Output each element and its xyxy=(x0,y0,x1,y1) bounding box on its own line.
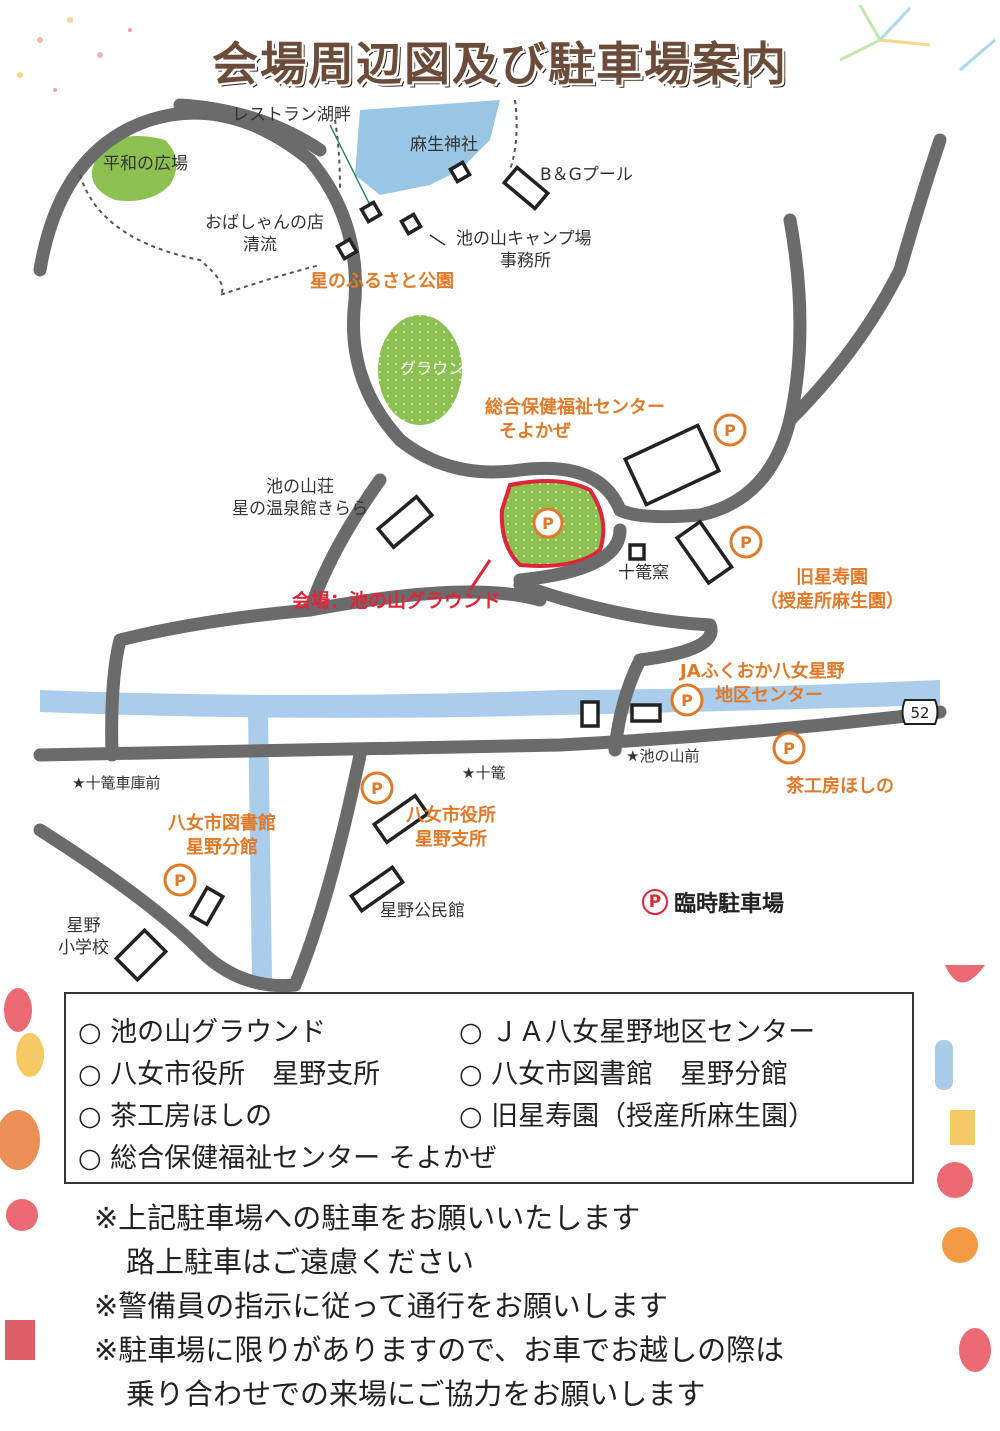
parking-legend-label: 臨時駐車場 xyxy=(674,892,785,917)
parking-item: ○ 八女市役所 星野支所 xyxy=(78,1059,381,1090)
label-bg-pool: B＆Gプール xyxy=(540,165,633,185)
parking-icon: P xyxy=(642,889,668,915)
parking-marker-chakobo: P xyxy=(772,731,806,765)
parking-item: ○ 総合保健福祉センター そよかぜ xyxy=(78,1143,497,1174)
parking-marker-cityhall: P xyxy=(360,771,394,805)
page-title: 会場周辺図及び駐車場案内 xyxy=(212,37,788,91)
parking-item: ○ ＪＡ八女星野地区センター xyxy=(459,1017,816,1048)
parking-marker-library: P xyxy=(163,863,197,897)
parking-marker-soyokaze: P xyxy=(713,413,747,447)
label-restaurant: レストラン湖畔 xyxy=(232,105,351,125)
parking-marker-old-jujuen: P xyxy=(729,525,763,559)
route-number: 52 xyxy=(910,704,929,722)
roads xyxy=(33,98,947,993)
ground-golf-area xyxy=(378,315,462,425)
label-cityhall: 八女市役所 星野支所 xyxy=(406,805,496,850)
svg-text:P: P xyxy=(542,514,554,533)
lake xyxy=(355,100,500,195)
label-library: 八女市図書館 星野分館 xyxy=(168,813,276,858)
festival-decoration-left xyxy=(0,988,44,1360)
svg-text:P: P xyxy=(681,691,693,710)
label-bus-jukama: ★十篭 xyxy=(462,764,506,782)
label-old-jujuen: 旧星寿園 （授産所麻生園） xyxy=(760,567,904,612)
firework-decoration-right xyxy=(839,4,996,72)
parking-item: ○ 旧星寿園（授産所麻生園） xyxy=(459,1101,816,1132)
venue-pointer xyxy=(468,559,492,591)
label-camp-office: 池の山キャンプ場 事務所 xyxy=(456,229,592,271)
note-line: 路上駐車はご遠慮ください xyxy=(126,1245,475,1279)
note-line: ※駐車場に限りがありますので、お車でお越しの際は xyxy=(94,1333,785,1367)
label-aso-shrine: 麻生神社 xyxy=(410,135,478,155)
note-line: ※上記駐車場への駐車をお願いいたします xyxy=(94,1201,641,1235)
notes: ※上記駐車場への駐車をお願いいたします 路上駐車はご遠慮ください ※警備員の指示… xyxy=(94,1196,934,1416)
label-hoshi-park: 星のふるさと公園 xyxy=(310,271,454,292)
camp-pointer xyxy=(429,234,446,246)
note-line: ※警備員の指示に従って通行をお願いします xyxy=(94,1289,668,1323)
festival-decoration-right xyxy=(935,965,991,1372)
label-obachan: おばしゃんの店 清流 xyxy=(205,213,324,255)
firework-decoration-left xyxy=(17,17,132,92)
restaurant-pointer xyxy=(329,124,371,206)
trail xyxy=(79,99,518,296)
route-52-marker: 52 xyxy=(901,699,939,725)
parking-marker-ja: P xyxy=(670,683,704,717)
label-ground-golf: グラウンドゴルフ場 xyxy=(400,359,545,378)
svg-text:P: P xyxy=(783,739,795,758)
label-bus-ikenoyama: ★池の山前 xyxy=(626,747,700,765)
parking-item: ○ 茶工房ほしの xyxy=(78,1101,273,1132)
parking-marker-venue: P xyxy=(532,507,564,539)
heiwa-park-area xyxy=(91,136,177,201)
note-line: 乗り合わせでの来場にご協力をお願いします xyxy=(126,1377,706,1411)
parking-item: ○ 池の山グラウンド xyxy=(78,1017,327,1048)
parking-item: ○ 八女市図書館 星野分館 xyxy=(459,1059,789,1090)
label-heiwa-hiroba: 平和の広場 xyxy=(103,154,188,174)
label-ja-center: JAふくおか八女星野 地区センター xyxy=(680,661,845,706)
svg-text:P: P xyxy=(724,421,736,440)
svg-text:P: P xyxy=(740,533,752,552)
svg-text:P: P xyxy=(174,871,186,890)
parking-legend: P 臨時駐車場 xyxy=(642,886,784,918)
svg-text:P: P xyxy=(371,779,383,798)
label-ikenoyamaso: 池の山荘 星の温泉館きらら xyxy=(232,477,368,519)
label-bus-jukama-garage: ★十篭車庫前 xyxy=(72,774,161,792)
label-soyokaze: 総合保健福祉センター そよかぜ xyxy=(485,397,665,442)
label-school: 星野 小学校 xyxy=(58,916,109,958)
buildings xyxy=(113,160,734,983)
label-venue: 会場：池の山グラウンド xyxy=(292,590,502,612)
parking-list-box: ○ 池の山グラウンド ○ ＪＡ八女星野地区センター ○ 八女市役所 星野支所 ○… xyxy=(64,992,914,1184)
label-chakobo: 茶工房ほしの xyxy=(786,776,894,797)
river xyxy=(40,680,940,718)
label-jukama: 十篭窯 xyxy=(618,563,669,583)
parking-markers: P P P P P P P xyxy=(163,413,806,897)
label-community-hall: 星野公民館 xyxy=(380,901,465,921)
